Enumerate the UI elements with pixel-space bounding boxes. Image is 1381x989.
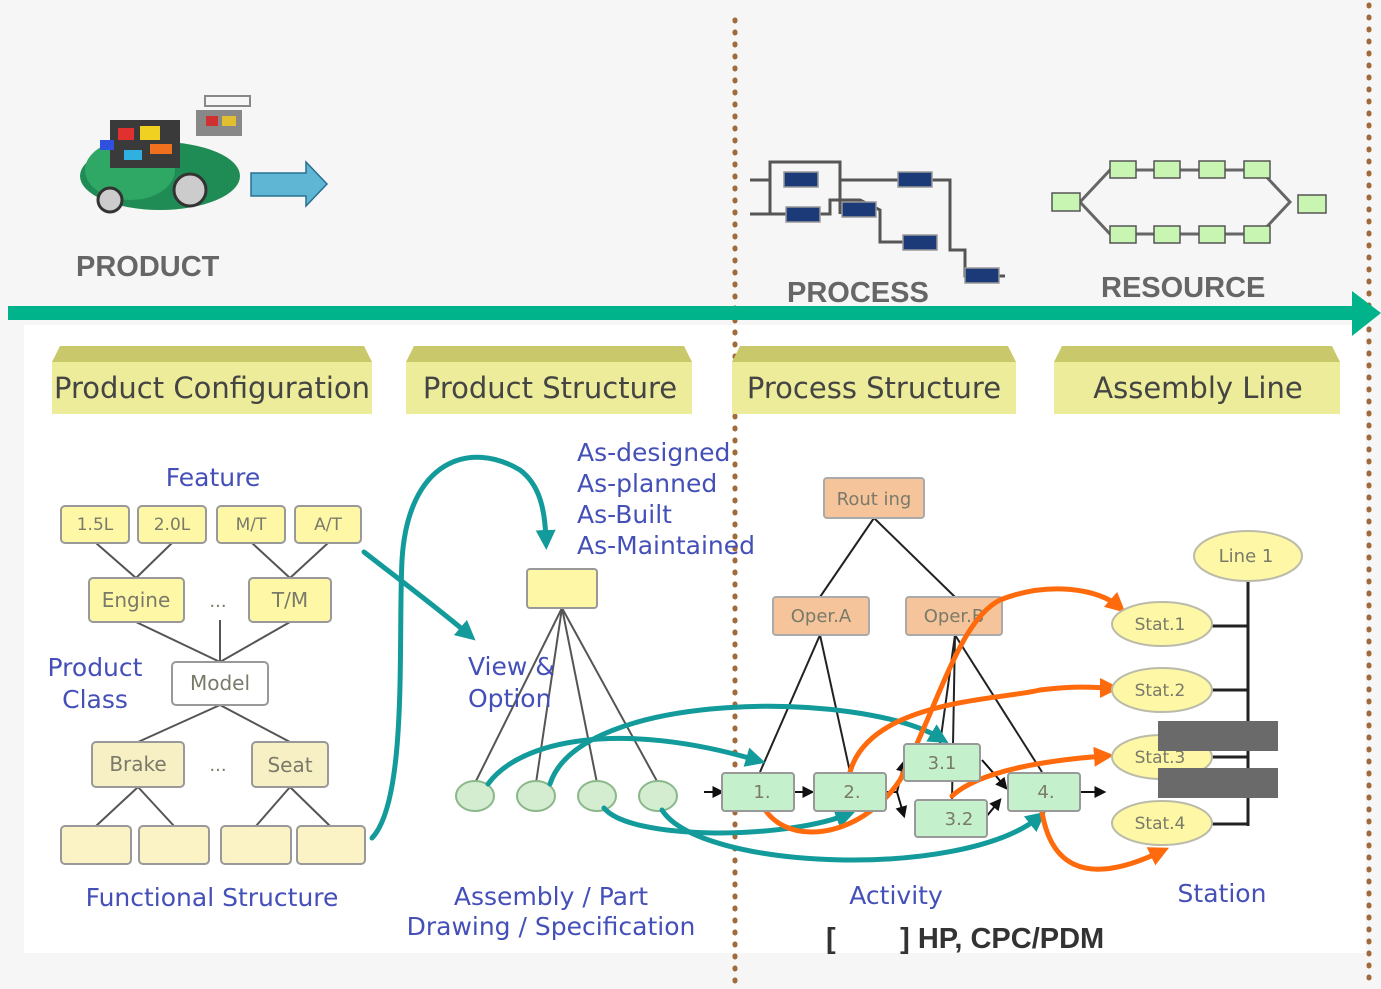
option-node: 1.5L [60, 505, 130, 544]
product-arrow [250, 160, 329, 208]
activity-4-label: 4. [1037, 782, 1054, 803]
tm-node: T/M [248, 577, 332, 623]
product-class-label-2: Class [62, 685, 128, 714]
redaction-block-bottom [1158, 768, 1278, 798]
oper-a-node: Oper.A [772, 596, 870, 636]
station-label: Stat.4 [1135, 814, 1186, 834]
product-label: PRODUCT [76, 251, 220, 283]
seat-node: Seat [251, 741, 329, 788]
state-as-built: As-Built [577, 500, 672, 529]
activity-2-label: 2. [843, 782, 860, 803]
brake-label: Brake [109, 752, 166, 776]
assembly-part-label: Assembly / Part [454, 882, 648, 911]
functional-leaf-nodes [60, 825, 366, 865]
brake-node: Brake [91, 741, 185, 788]
product-class-label-1: Product [48, 653, 143, 682]
ellipsis-top: ... [209, 591, 226, 612]
station-caption: Station [1178, 879, 1267, 908]
tm-label: T/M [271, 588, 308, 612]
header-label: Process Structure [747, 371, 1001, 405]
redaction-block-top [1158, 721, 1278, 751]
header-bar-process-structure: Process Structure [732, 346, 1016, 414]
option-node: A/T [294, 505, 362, 544]
structure-leaf-ovals [455, 780, 678, 812]
engine-label: Engine [102, 588, 171, 612]
view-option-label-1: View & [468, 652, 555, 681]
structure-tree-lines [474, 607, 659, 784]
source-credit: [ ] HP, CPC/PDM [826, 923, 1104, 955]
line-1-label: Line 1 [1219, 546, 1274, 567]
feature-label: Feature [166, 463, 260, 492]
routing-label: Rout ing [837, 489, 912, 510]
activity-3-1-label: 3.1 [928, 753, 957, 774]
header-bar-product-configuration: Product Configuration [52, 346, 372, 414]
station-label: Stat.1 [1135, 615, 1186, 635]
routing-node: Rout ing [823, 477, 925, 519]
resource-network-image [1051, 160, 1327, 244]
header-bar-assembly-line: Assembly Line [1054, 346, 1340, 414]
oper-b-node: Oper.B [905, 596, 1003, 636]
line-1-node: Line 1 [1193, 530, 1303, 582]
option-node: 2.0L [137, 505, 207, 544]
state-as-designed: As-designed [577, 438, 730, 467]
activity-3-2-label: 3.2 [945, 809, 974, 830]
station-label: Stat.2 [1135, 681, 1186, 701]
engine-node: Engine [88, 577, 185, 623]
header-label: Product Configuration [54, 371, 370, 405]
oper-a-label: Oper.A [791, 606, 852, 627]
state-as-planned: As-planned [577, 469, 717, 498]
activity-node-4: 4. [1007, 772, 1081, 812]
car-image [80, 95, 251, 214]
ellipsis-bottom: ... [209, 755, 226, 776]
option-label: 1.5L [77, 515, 114, 535]
functional-structure-label: Functional Structure [86, 883, 339, 912]
header-label: Product Structure [423, 371, 677, 405]
config-tree-lines [95, 542, 331, 827]
model-node: Model [171, 661, 269, 706]
station-label: Stat.3 [1135, 748, 1186, 768]
header-bar-product-structure: Product Structure [406, 346, 692, 414]
activity-node-2: 2. [813, 772, 887, 812]
option-label: M/T [236, 515, 267, 535]
option-node: M/T [216, 505, 286, 544]
model-label: Model [190, 671, 250, 695]
activity-node-1: 1. [721, 772, 795, 812]
structure-root-node [526, 568, 598, 609]
orange-link-curves [757, 586, 1170, 872]
process-label: PROCESS [787, 277, 929, 309]
timeline-arrow-head [1352, 291, 1381, 336]
state-as-maintained: As-Maintained [577, 531, 755, 560]
station-node: Stat.1 [1111, 601, 1213, 647]
drawing-spec-label: Drawing / Specification [407, 912, 696, 941]
option-label: A/T [314, 515, 342, 535]
header-label: Assembly Line [1093, 371, 1302, 405]
activity-1-label: 1. [753, 782, 770, 803]
view-option-label-2: Option [468, 684, 551, 713]
timeline-arrow-shaft [8, 306, 1358, 320]
resource-label: RESOURCE [1101, 272, 1265, 304]
station-node: Stat.2 [1111, 667, 1213, 713]
process-flow-blocks [783, 171, 1000, 284]
activity-label: Activity [849, 881, 943, 910]
oper-b-label: Oper.B [924, 606, 985, 627]
option-label: 2.0L [154, 515, 191, 535]
activity-node-3-2: 3.2 [914, 799, 988, 838]
station-node: Stat.4 [1111, 800, 1213, 846]
seat-label: Seat [267, 753, 312, 777]
activity-node-3-1: 3.1 [903, 743, 981, 782]
